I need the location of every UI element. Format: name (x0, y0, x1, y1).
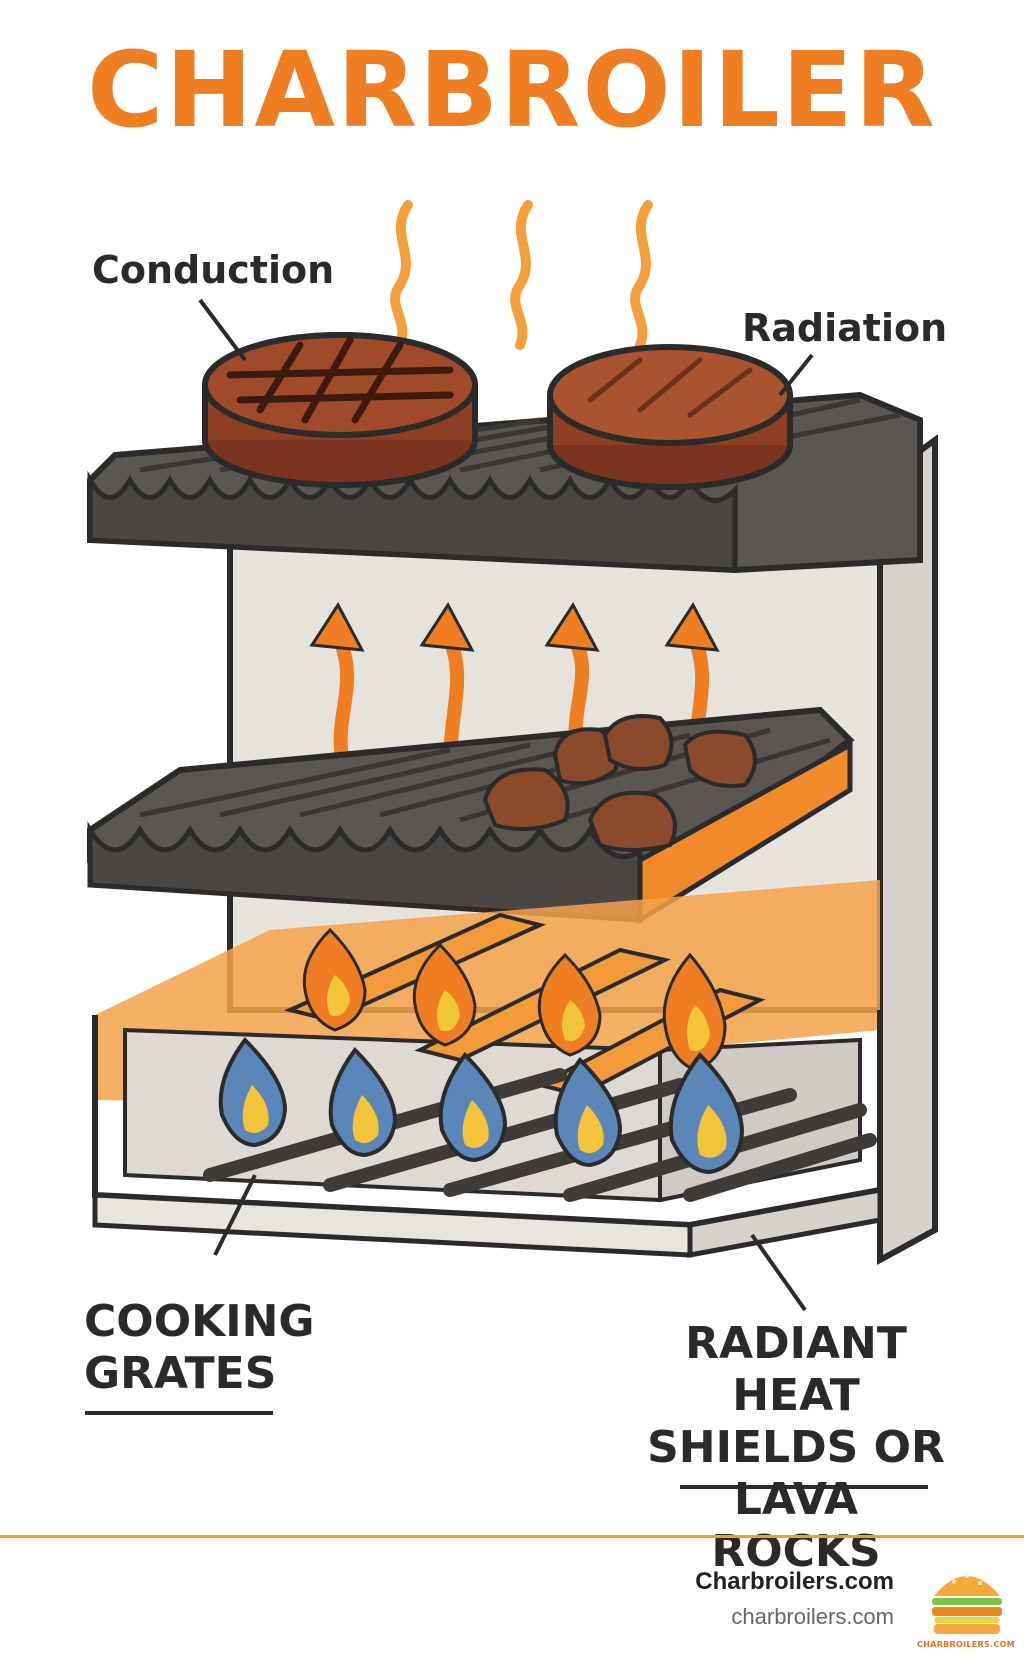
lava-rocks (482, 714, 757, 852)
orange-flames (302, 927, 727, 1072)
lava-rock (587, 790, 677, 852)
footer-site-name: Charbroilers.com (695, 1568, 894, 1595)
label-radiant-line1: RADIANT HEAT (685, 1318, 907, 1421)
flame (537, 952, 602, 1057)
burner-box (92, 880, 883, 1259)
conduction-pointer (198, 298, 247, 362)
label-cooking-grates-line1: COOKING (84, 1296, 315, 1347)
heat-wave (510, 200, 533, 350)
footer-site-url[interactable]: charbroilers.com (731, 1604, 894, 1629)
heat-arrows (309, 602, 720, 797)
heat-wave (630, 200, 653, 350)
burner-flame (553, 1056, 623, 1168)
blue-burner-flames (218, 1036, 745, 1175)
flame (302, 927, 367, 1032)
page-title: CHARBROILER (87, 29, 937, 151)
burner-flame (438, 1051, 508, 1163)
radiation-pointer (778, 353, 814, 397)
charbroiler-diagram (85, 200, 938, 1489)
heat-wave (390, 200, 413, 350)
burger-logo-icon (932, 1574, 1002, 1634)
label-radiant-line3: LAVA ROCKS (711, 1474, 881, 1577)
lava-rock (482, 767, 570, 831)
burner-flame (218, 1036, 288, 1148)
label-conduction: Conduction (92, 248, 335, 292)
footer-divider (0, 1535, 1024, 1538)
cooking-grates-pointer (213, 1174, 257, 1256)
flame (412, 942, 477, 1047)
logo-text: CHARBROILERS.COM (917, 1640, 1015, 1649)
radiant-heat-pointer (750, 1233, 807, 1312)
heat-waves (390, 200, 653, 350)
lava-rock (682, 729, 757, 788)
label-radiant-heat: RADIANT HEAT SHIELDS OR LAVA ROCKS (646, 1318, 946, 1578)
patty-right (547, 344, 793, 490)
label-radiant-line2: SHIELDS OR (647, 1422, 945, 1473)
label-cooking-grates: COOKING GRATES (84, 1296, 315, 1400)
label-cooking-grates-line2: GRATES (84, 1348, 277, 1399)
lava-rock (602, 714, 674, 771)
patty-left (202, 332, 478, 488)
burner-flame (668, 1051, 745, 1175)
label-radiation: Radiation (742, 306, 948, 350)
burner-flame (328, 1046, 398, 1158)
